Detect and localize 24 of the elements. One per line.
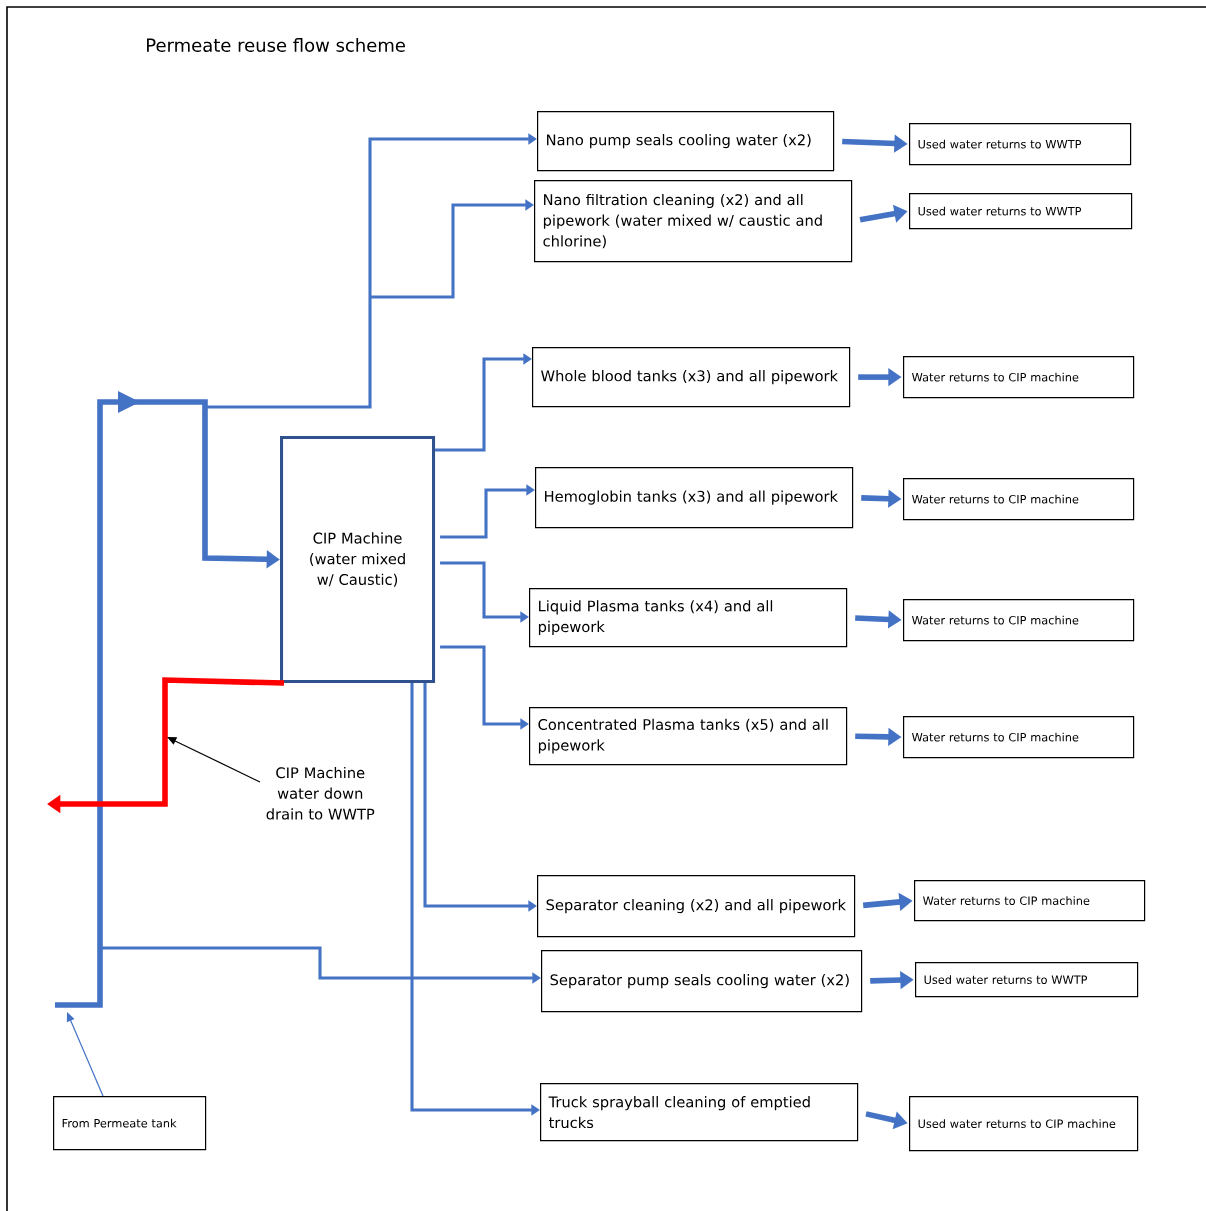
process-box: Nano pump seals cooling water (x2) bbox=[537, 111, 835, 172]
output-box: Water returns to CIP machine bbox=[914, 880, 1146, 922]
output-box: Water returns to CIP machine bbox=[903, 716, 1135, 759]
output-box: Water returns to CIP machine bbox=[903, 478, 1135, 521]
output-box: Used water returns to CIP machine bbox=[909, 1096, 1139, 1152]
annotation-text: CIP Machine water down drain to WWTP bbox=[266, 766, 375, 820]
output-box: Water returns to CIP machine bbox=[903, 356, 1135, 399]
process-box: Separator pump seals cooling water (x2) bbox=[541, 950, 863, 1013]
process-box: Separator cleaning (x2) and all pipework bbox=[537, 875, 856, 938]
output-box: Used water returns to WWTP bbox=[909, 193, 1133, 230]
process-box: Concentrated Plasma tanks (x5) and all pipework bbox=[529, 707, 848, 766]
process-box: Whole blood tanks (x3) and all pipework bbox=[532, 347, 851, 408]
source-box: From Permeate tank bbox=[53, 1096, 207, 1151]
leader-line bbox=[66, 1012, 104, 1097]
leader-line bbox=[167, 737, 261, 783]
output-box: Used water returns to WWTP bbox=[915, 962, 1139, 998]
title: Permeate reuse flow scheme bbox=[147, 38, 405, 52]
process-box: Liquid Plasma tanks (x4) and all pipework bbox=[529, 588, 848, 648]
output-box: Used water returns to WWTP bbox=[909, 123, 1132, 166]
process-box: Hemoglobin tanks (x3) and all pipework bbox=[535, 467, 854, 529]
process-box: Nano filtration cleaning (x2) and all pipework (water mixed w/ caustic and chlorine) bbox=[534, 180, 853, 263]
output-box: Water returns to CIP machine bbox=[903, 599, 1135, 642]
process-box: Truck sprayball cleaning of emptied trucks bbox=[540, 1083, 859, 1142]
machine-box: CIP Machine (water mixed w/ Caustic) bbox=[280, 436, 436, 684]
